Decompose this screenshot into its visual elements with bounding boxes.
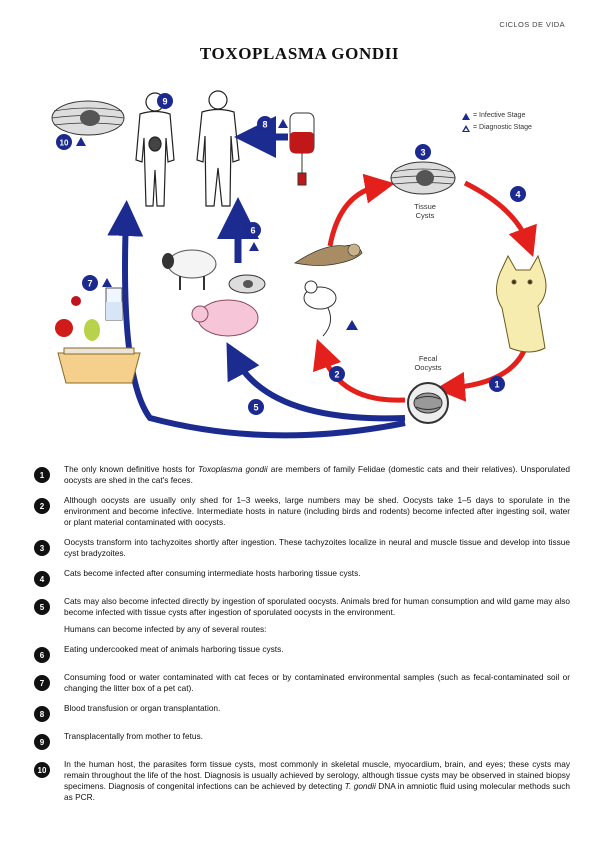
- svg-text:3: 3: [420, 148, 425, 158]
- infective-stage-marker: [249, 242, 259, 251]
- step-number: 1: [34, 467, 50, 483]
- svg-text:9: 9: [162, 97, 167, 107]
- life-cycle-diagram: 9 10 8 6 3 4 7 2 1 5 = Infective Stage =…: [40, 78, 570, 458]
- step-number: 8: [34, 706, 50, 722]
- badge-9: 9: [157, 93, 173, 109]
- stage-legend: = Infective Stage = Diagnostic Stage: [462, 110, 532, 134]
- step-9: 9 Transplacentally from mother to fetus.: [34, 731, 570, 750]
- svg-text:7: 7: [87, 279, 92, 289]
- svg-text:8: 8: [262, 120, 267, 130]
- arrow-5: [226, 342, 406, 422]
- step-number: 9: [34, 734, 50, 750]
- diagnostic-stage-marker: [76, 137, 86, 146]
- tissue-cyst-icon: [390, 161, 456, 195]
- page-title: TOXOPLASMA GONDII: [199, 44, 400, 63]
- infective-stage-marker: [102, 278, 112, 287]
- badge-6: 6: [245, 222, 261, 238]
- bird-icon: [293, 243, 363, 266]
- step-number: 5: [34, 599, 50, 615]
- sheep-icon: [162, 249, 217, 290]
- tissue-cysts-label: Tissue Cysts: [414, 202, 436, 220]
- badge-1: 1: [489, 376, 505, 392]
- step-6: 6 Eating undercooked meat of animals har…: [34, 644, 570, 663]
- human-tissue-cyst-icon: [51, 100, 125, 136]
- step-2: 2 Although oocysts are usually only shed…: [34, 495, 570, 528]
- badge-5: 5: [248, 399, 264, 415]
- infective-stage-icon: [462, 112, 470, 120]
- svg-text:10: 10: [60, 139, 69, 148]
- step-4: 4 Cats become infected after consuming i…: [34, 568, 570, 587]
- diagnostic-stage-icon: [462, 124, 470, 132]
- blood-bag-icon: [289, 112, 315, 186]
- legend-diagnostic: = Diagnostic Stage: [462, 122, 532, 134]
- svg-text:2: 2: [334, 370, 339, 380]
- humans-icon: [135, 90, 240, 207]
- life-cycle-illustration: 9 10 8 6 3 4 7 2 1 5: [51, 90, 547, 439]
- badge-3: 3: [415, 144, 431, 160]
- legend-infective: = Infective Stage: [462, 110, 532, 122]
- diagnostic-stage-marker: [346, 320, 358, 330]
- step-number: 4: [34, 571, 50, 587]
- step-number: 2: [34, 498, 50, 514]
- step-number: 3: [34, 540, 50, 556]
- badge-10: 10: [56, 134, 72, 150]
- step-5: 5 Cats may also become infected directly…: [34, 596, 570, 635]
- arrow-blue-left: [107, 200, 406, 439]
- fruit-and-water-icon: [55, 287, 123, 341]
- step-8: 8 Blood transfusion or organ transplanta…: [34, 703, 570, 722]
- arrow-2: [312, 338, 406, 403]
- rat-icon: [303, 280, 337, 337]
- arrow-4: [463, 180, 537, 258]
- badge-4: 4: [510, 186, 526, 202]
- step-number: 6: [34, 647, 50, 663]
- section-tag: CICLOS DE VIDA: [499, 20, 565, 29]
- svg-text:6: 6: [250, 226, 255, 236]
- step-number: 7: [34, 675, 50, 691]
- badge-8: 8: [257, 116, 273, 132]
- fecal-oocyst-icon: [407, 382, 449, 424]
- infective-stage-marker: [278, 119, 288, 128]
- step-10: 10 In the human host, the parasites form…: [34, 759, 570, 803]
- svg-text:1: 1: [494, 380, 499, 390]
- svg-text:4: 4: [515, 190, 520, 200]
- life-cycle-steps: 1 The only known definitive hosts for To…: [34, 464, 570, 812]
- svg-text:5: 5: [253, 403, 258, 413]
- pig-icon: [191, 299, 259, 337]
- step-number: 10: [34, 762, 50, 778]
- badge-2: 2: [329, 366, 345, 382]
- arrow-red-3: [327, 173, 395, 247]
- badge-7: 7: [82, 275, 98, 291]
- litter-box-icon: [57, 347, 141, 384]
- meat-tissue-cyst-icon: [228, 274, 266, 294]
- cat-icon: [496, 254, 547, 353]
- step-1: 1 The only known definitive hosts for To…: [34, 464, 570, 486]
- step-3: 3 Oocysts transform into tachyzoites sho…: [34, 537, 570, 559]
- step-7: 7 Consuming food or water contaminated w…: [34, 672, 570, 694]
- fecal-oocysts-label: Fecal Oocysts: [414, 354, 442, 372]
